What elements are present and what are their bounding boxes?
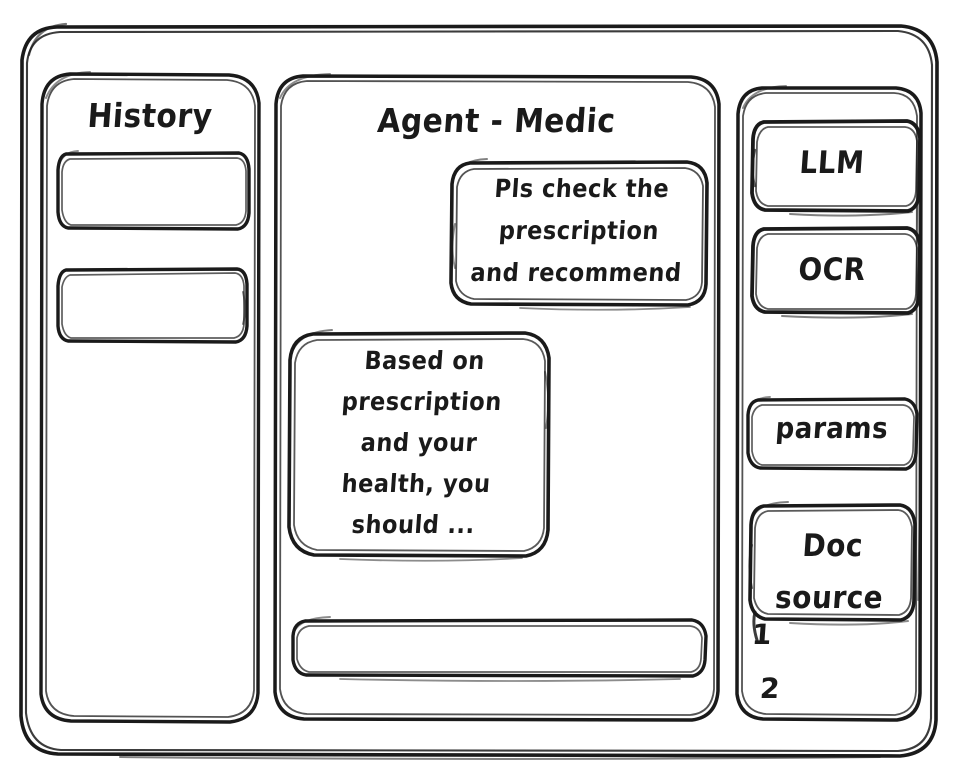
- window-frame: [21, 25, 938, 757]
